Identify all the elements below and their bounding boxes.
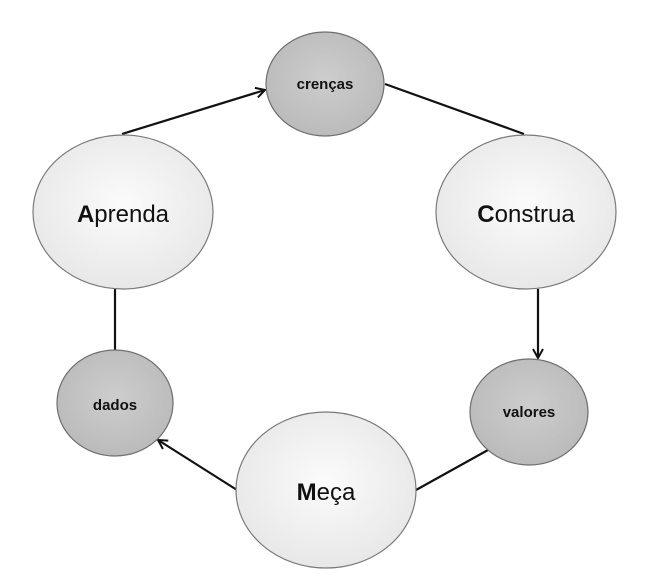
node-meca: Meça	[235, 411, 417, 569]
node-construa: Construa	[435, 134, 617, 290]
node-dados-label: dados	[93, 397, 137, 414]
node-valores-label: valores	[503, 404, 556, 421]
node-meca-rest: eça	[317, 479, 356, 506]
node-aprenda-initial: A	[77, 201, 94, 228]
node-dados: dados	[56, 349, 174, 457]
node-aprenda-label: Aprenda	[77, 201, 170, 228]
arrow-aprenda-to-crencas	[121, 90, 265, 136]
line-valores-to-meca	[415, 449, 489, 491]
node-construa-rest: onstrua	[495, 201, 576, 228]
node-construa-label: Construa	[477, 201, 575, 228]
node-valores: valores	[469, 358, 589, 466]
node-construa-initial: C	[477, 201, 494, 228]
node-aprenda-rest: prenda	[94, 201, 169, 228]
node-crencas: crenças	[265, 31, 385, 137]
node-aprenda: Aprenda	[32, 134, 214, 290]
line-crencas-to-construa	[384, 82, 525, 136]
node-meca-initial: M	[297, 479, 317, 506]
arrow-meca-to-dados	[158, 440, 238, 491]
node-meca-label: Meça	[297, 479, 356, 506]
node-crencas-label: crenças	[297, 76, 354, 93]
